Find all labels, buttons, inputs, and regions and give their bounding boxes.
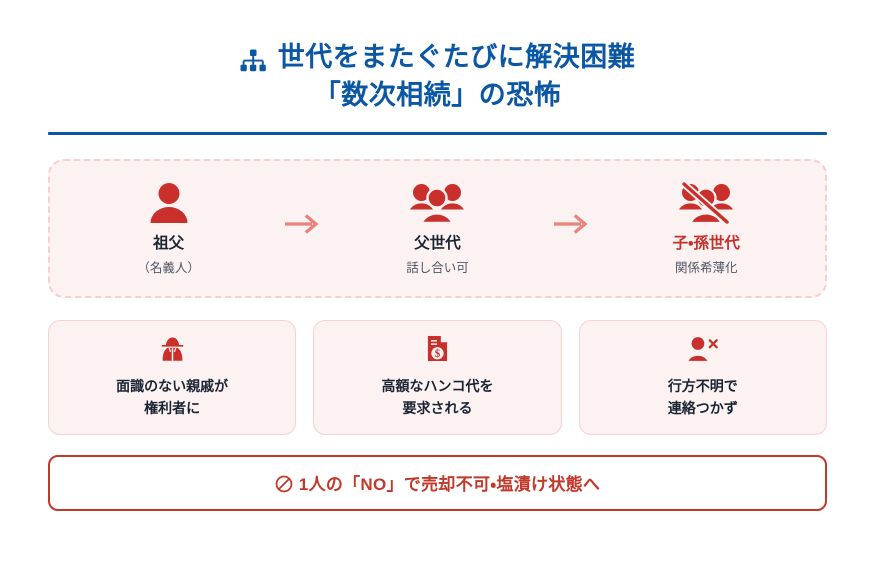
risk-text-line-2: 権利者に <box>144 399 201 416</box>
generation-sublabel: （名義人） <box>137 260 200 275</box>
generation-flow-card: 祖父 （名義人） 父世代 話し合い可 <box>48 158 827 298</box>
file-invoice-dollar-icon: $ <box>426 335 449 363</box>
generation-item-children: 子・孫世代 関係希薄化 <box>631 180 781 275</box>
warning-banner-text: 1人の「NO」で売却不可・塩漬け状態へ <box>298 475 601 495</box>
risk-card-high-fee: $ 高額なハンコ代を 要求される <box>313 319 562 435</box>
title-row-1: 世代をまたぐたびに解決困難 <box>48 38 827 76</box>
risk-text-line-1: 行方不明で <box>667 377 738 394</box>
page-title-line-2: 「数次相続」の恐怖 <box>313 80 562 111</box>
ban-icon <box>275 475 293 493</box>
page-title-line-1: 世代をまたぐたびに解決困難 <box>277 42 636 72</box>
users-icon <box>409 180 465 225</box>
risk-card-unknown-relatives: 面識のない親戚が 権利者に <box>48 319 297 435</box>
warning-banner: 1人の「NO」で売却不可・塩漬け状態へ <box>48 454 827 511</box>
page-header: 世代をまたぐたびに解決困難 「数次相続」の恐怖 <box>48 0 827 135</box>
user-secret-icon <box>159 335 186 363</box>
generation-item-father: 父世代 話し合い可 <box>362 180 512 275</box>
users-slash-icon <box>678 180 734 225</box>
risk-text-line-2: 連絡つかず <box>667 399 738 416</box>
risk-text-line-1: 面識のない親戚が <box>116 377 229 394</box>
generation-label: 父世代 <box>414 235 461 253</box>
svg-text:$: $ <box>435 349 441 361</box>
user-xmark-icon <box>687 335 719 363</box>
risk-card-missing-person: 行方不明で 連絡つかず <box>578 319 827 435</box>
user-icon <box>147 180 191 224</box>
risk-text-line-1: 高額なハンコ代を <box>381 377 494 394</box>
title-divider <box>48 131 827 135</box>
risk-card-row: 面識のない親戚が 権利者に $ 高額なハンコ代を 要求される <box>48 319 827 435</box>
generation-label: 祖父 <box>153 235 185 253</box>
sitemap-icon <box>240 45 266 72</box>
generation-sublabel: 話し合い可 <box>406 260 469 275</box>
flow-arrow-2 <box>548 213 596 243</box>
generation-sublabel: 関係希薄化 <box>674 260 738 275</box>
generation-label: 子・孫世代 <box>672 235 740 253</box>
generation-item-grandfather: 祖父 （名義人） <box>94 180 244 275</box>
risk-text-line-2: 要求される <box>402 399 473 416</box>
flow-arrow-1 <box>279 213 327 243</box>
